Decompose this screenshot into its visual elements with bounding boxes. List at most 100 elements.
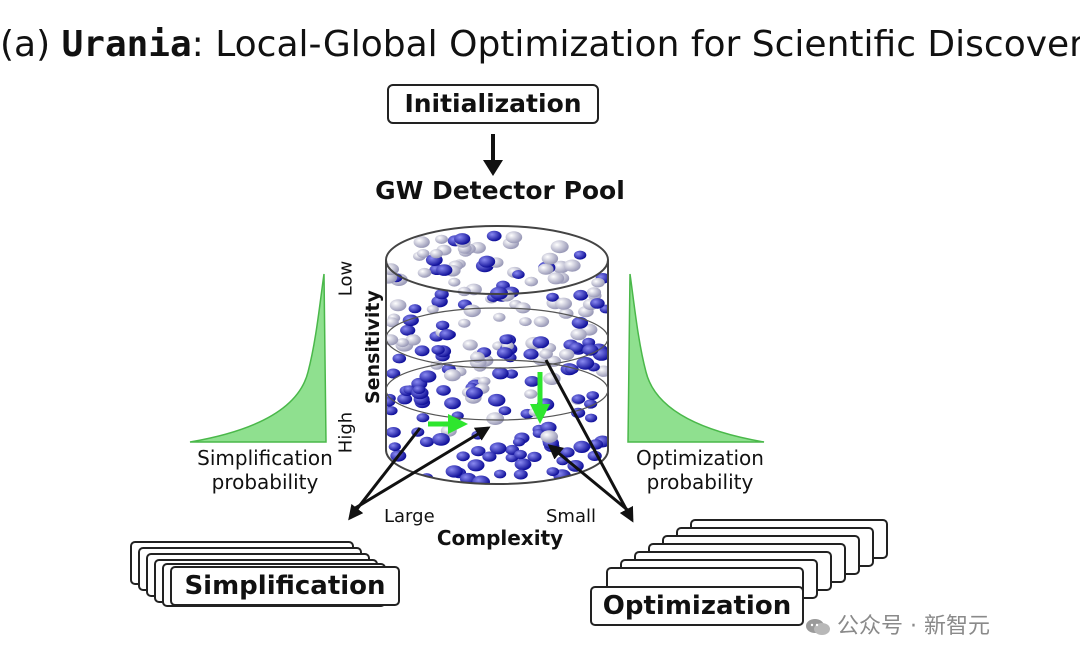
detector-ball bbox=[397, 393, 413, 405]
detector-ball bbox=[496, 347, 513, 359]
detector-ball bbox=[524, 276, 538, 287]
detector-ball bbox=[419, 370, 437, 383]
detector-ball bbox=[569, 342, 584, 353]
detector-ball bbox=[527, 451, 542, 462]
detector-ball bbox=[400, 324, 416, 336]
detector-ball bbox=[392, 353, 407, 364]
simplification-probability-curve bbox=[189, 273, 327, 443]
detector-ball bbox=[546, 292, 559, 302]
detector-ball bbox=[463, 304, 481, 318]
detector-ball bbox=[429, 249, 443, 259]
detector-ball bbox=[563, 259, 581, 272]
detector-ball bbox=[514, 449, 527, 460]
detector-ball bbox=[586, 391, 599, 401]
detector-ball bbox=[471, 446, 486, 457]
detector-ball bbox=[486, 230, 502, 242]
detector-ball bbox=[512, 437, 526, 447]
detector-ball bbox=[573, 250, 587, 260]
title-suffix: : Local-Global Optimization for Scientif… bbox=[191, 24, 1080, 65]
detector-ball bbox=[416, 413, 430, 423]
detector-ball bbox=[512, 270, 525, 279]
watermark: 公众号 · 新智元 bbox=[805, 608, 990, 640]
detector-ball bbox=[524, 389, 538, 399]
detector-ball bbox=[505, 369, 518, 379]
detector-ball bbox=[405, 334, 421, 346]
watermark-text: 公众号 · 新智元 bbox=[837, 614, 990, 639]
detector-ball bbox=[523, 348, 539, 360]
detector-ball bbox=[419, 436, 434, 447]
arrow-simplification-to-pool bbox=[351, 426, 491, 512]
detector-ball bbox=[586, 287, 602, 298]
detector-ball bbox=[448, 277, 461, 287]
detector-ball bbox=[478, 255, 496, 268]
detector-ball bbox=[494, 469, 507, 479]
detector-ball bbox=[540, 421, 557, 434]
detector-ball bbox=[524, 376, 540, 387]
detector-ball bbox=[426, 305, 439, 314]
detector-ball bbox=[416, 249, 430, 258]
detector-ball bbox=[386, 427, 401, 438]
detector-ball bbox=[493, 312, 506, 322]
detector-ball bbox=[488, 393, 506, 407]
simplification-probability-line-1: Simplification bbox=[197, 446, 333, 470]
detector-ball bbox=[386, 317, 399, 328]
detector-ball bbox=[396, 338, 409, 348]
detector-ball bbox=[541, 252, 559, 265]
init-arrow bbox=[483, 134, 503, 176]
detector-ball bbox=[435, 320, 450, 331]
initialization-box: Initialization bbox=[387, 84, 599, 124]
detector-ball bbox=[458, 318, 471, 328]
detector-ball bbox=[492, 367, 509, 380]
detector-ball bbox=[417, 267, 432, 278]
detector-ball bbox=[445, 465, 463, 478]
detector-ball bbox=[590, 298, 605, 309]
detector-ball bbox=[444, 397, 461, 410]
arrow-optimization-to-pool bbox=[547, 444, 631, 514]
detector-ball bbox=[386, 368, 401, 379]
detector-ball bbox=[408, 304, 422, 314]
detector-ball bbox=[539, 349, 553, 359]
detector-ball bbox=[540, 430, 558, 443]
detector-ball bbox=[532, 336, 550, 349]
detector-ball bbox=[498, 406, 512, 416]
detector-ball bbox=[436, 264, 453, 276]
detector-ball bbox=[547, 272, 565, 285]
detector-ball bbox=[386, 406, 398, 416]
detector-ball bbox=[431, 345, 445, 355]
detector-ball bbox=[444, 369, 461, 382]
detector-ball bbox=[570, 328, 587, 341]
simplification-box: Simplification bbox=[170, 566, 400, 606]
detector-ball bbox=[573, 289, 589, 301]
detector-ball bbox=[489, 442, 507, 455]
detector-ball bbox=[472, 475, 490, 484]
arrow-pool-to-optimization bbox=[544, 359, 634, 523]
detector-ball bbox=[505, 231, 523, 244]
detector-ball bbox=[550, 240, 569, 254]
detector-ball bbox=[515, 302, 531, 314]
detector-ball bbox=[519, 317, 532, 327]
pool-label: GW Detector Pool bbox=[375, 176, 625, 205]
detector-ball bbox=[465, 387, 483, 400]
optimization-probability-curve bbox=[627, 273, 765, 443]
complexity-axis-label: Complexity bbox=[436, 526, 564, 550]
figure-title: (a) Urania: Local-Global Optimization fo… bbox=[0, 24, 1080, 65]
detector-ball bbox=[571, 394, 586, 404]
detector-ball bbox=[555, 297, 572, 310]
detector-ball bbox=[389, 299, 407, 312]
detector-ball bbox=[576, 356, 595, 370]
optimization-probability-line-1: Optimization bbox=[636, 446, 764, 470]
wechat-icon bbox=[806, 619, 830, 635]
detector-ball bbox=[584, 399, 598, 409]
optimization-probability-line-2: probability bbox=[646, 470, 754, 494]
detector-ball bbox=[454, 233, 471, 245]
detector-ball bbox=[435, 234, 448, 244]
detector-ball bbox=[462, 339, 478, 351]
detector-ball bbox=[413, 236, 430, 248]
detector-ball bbox=[514, 458, 532, 471]
detector-ball bbox=[436, 385, 451, 396]
detector-ball bbox=[413, 385, 426, 394]
detector-ball bbox=[388, 442, 401, 452]
detector-ball bbox=[439, 329, 455, 341]
